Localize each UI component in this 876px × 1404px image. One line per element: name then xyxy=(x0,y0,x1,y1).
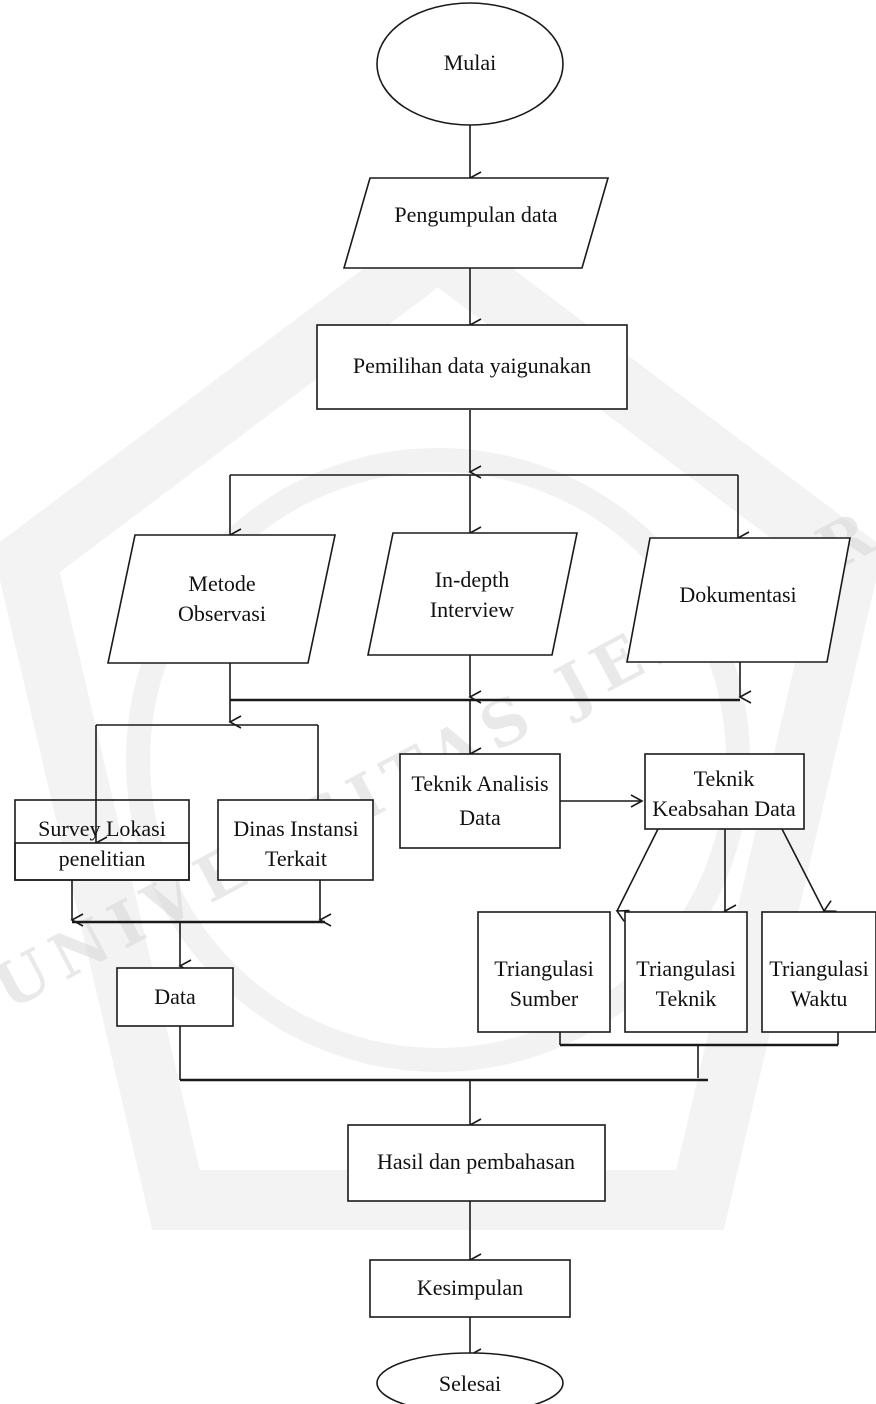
arrow-to-tri-waktu xyxy=(781,828,837,913)
observasi-label-line1: Metode xyxy=(188,571,255,596)
interview-parallelogram xyxy=(367,532,578,656)
analisis-box xyxy=(399,753,561,849)
dinas-label-line2: Terkait xyxy=(265,846,327,871)
analisis-label-line2: Data xyxy=(459,805,501,830)
tri-waktu-label-line1: Triangulasi xyxy=(769,956,868,981)
interview-label-line1: In-depth xyxy=(435,567,510,592)
tri-waktu-box xyxy=(761,911,876,1033)
interview-label-line2: Interview xyxy=(430,597,514,622)
analisis-label-line1: Teknik Analisis xyxy=(411,771,548,796)
labels: Mulai Pengumpulan data Pemilihan data ya… xyxy=(38,50,869,1396)
start-terminator xyxy=(376,2,564,126)
kesimpulan-label: Kesimpulan xyxy=(417,1275,523,1300)
data-box xyxy=(116,967,234,1027)
kesimpulan-box xyxy=(369,1259,571,1318)
dokumentasi-label: Dokumentasi xyxy=(679,582,796,607)
connectors xyxy=(70,125,839,1362)
nodes xyxy=(14,2,876,1404)
dokumentasi-parallelogram xyxy=(626,537,851,663)
hasil-label: Hasil dan pembahasan xyxy=(377,1149,575,1174)
tri-sumber-label-line1: Triangulasi xyxy=(494,956,593,981)
tri-teknik-box xyxy=(624,911,748,1033)
hasil-box xyxy=(347,1124,606,1202)
keabsahan-box xyxy=(644,753,805,830)
tri-teknik-label-line2: Teknik xyxy=(656,986,717,1011)
tri-teknik-label-line1: Triangulasi xyxy=(636,956,735,981)
data-label: Data xyxy=(154,984,196,1009)
dinas-label-line1: Dinas Instansi xyxy=(233,816,358,841)
select-data-box xyxy=(316,324,628,410)
select-label: Pemilihan data yaigunakan xyxy=(353,353,591,378)
observasi-parallelogram xyxy=(107,534,336,664)
end-terminator xyxy=(376,1352,564,1404)
arrow-to-tri-sumber xyxy=(615,828,659,922)
keabsahan-label-line1: Teknik xyxy=(694,766,755,791)
tri-waktu-label-line2: Waktu xyxy=(791,986,848,1011)
end-label: Selesai xyxy=(439,1371,501,1396)
survey-label-line1: Survey Lokasi xyxy=(38,816,166,841)
survey-box-frame xyxy=(14,799,190,881)
start-label: Mulai xyxy=(444,50,497,75)
survey-label-line2: penelitian xyxy=(59,846,146,871)
tri-sumber-box xyxy=(477,911,611,1033)
dinas-box xyxy=(217,799,374,881)
tri-sumber-label-line2: Sumber xyxy=(510,986,579,1011)
collect-label: Pengumpulan data xyxy=(394,202,557,227)
collect-data-parallelogram xyxy=(342,177,610,269)
observasi-label-line2: Observasi xyxy=(178,601,266,626)
keabsahan-label-line2: Keabsahan Data xyxy=(652,796,796,821)
